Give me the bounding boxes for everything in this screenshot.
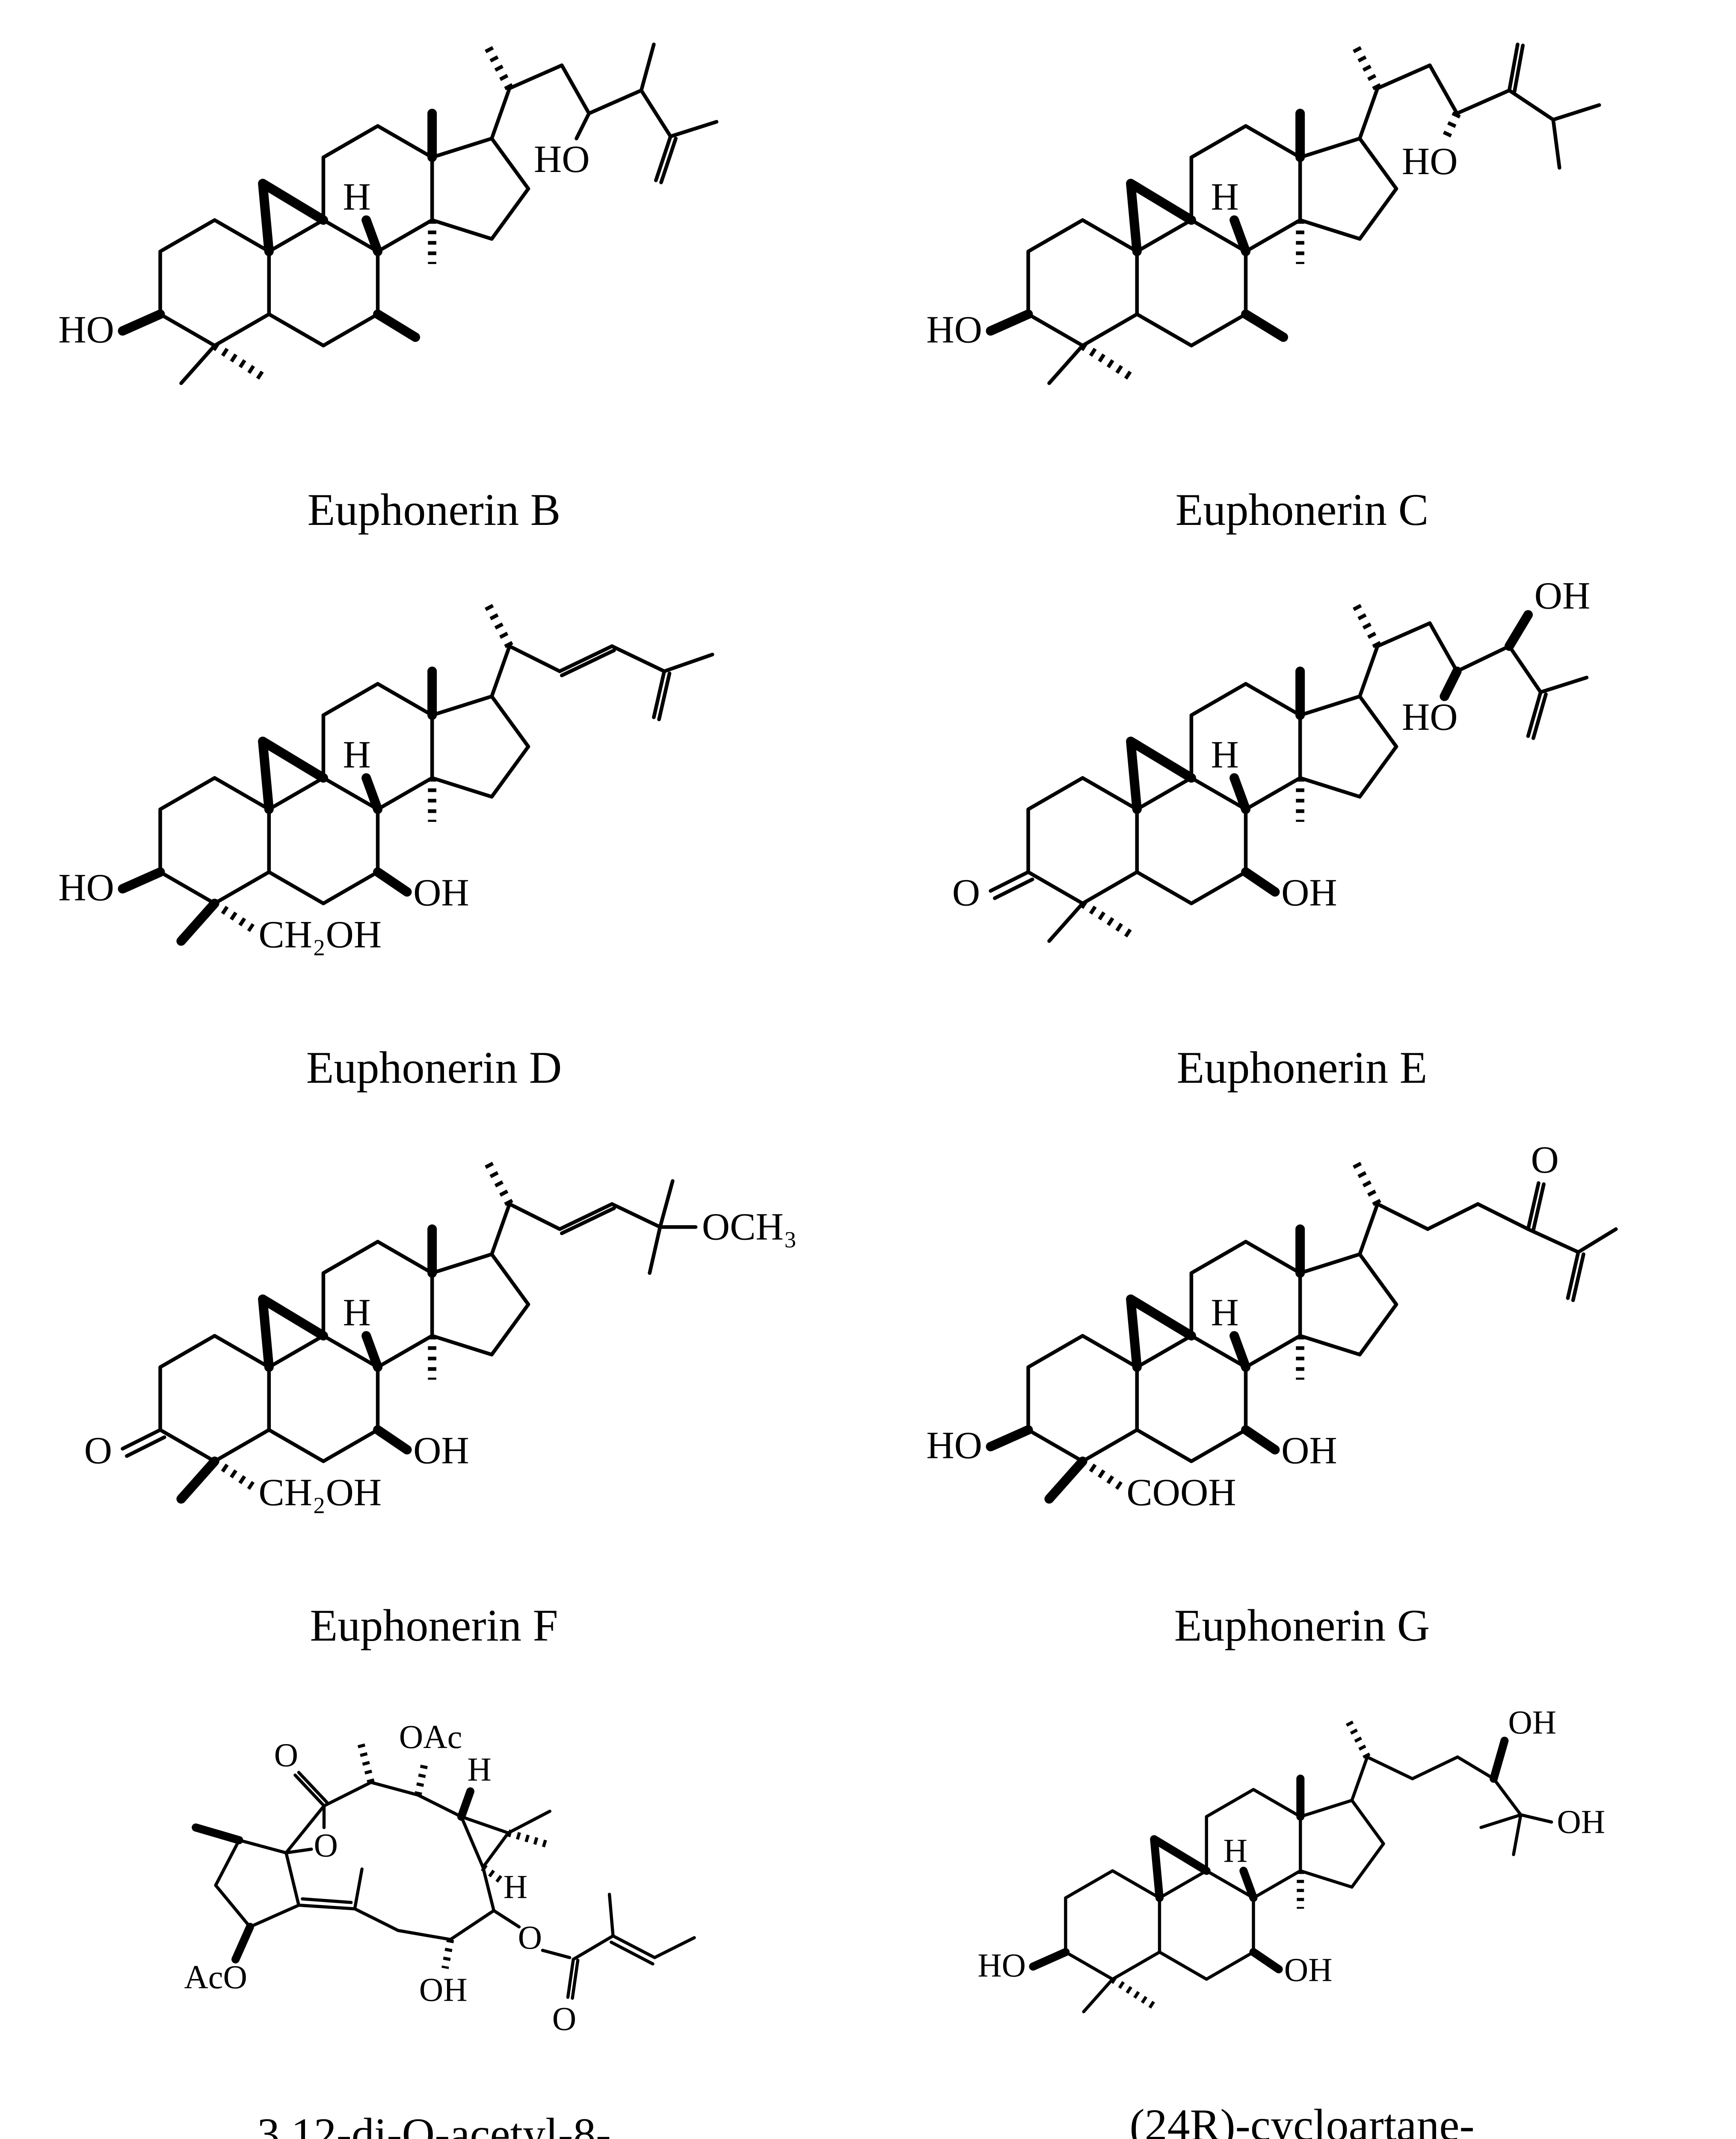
compound-name: Euphonerin D (306, 1043, 562, 1093)
compound-name: Euphonerin C (1175, 485, 1429, 535)
atom-label-oh7: OH (1281, 1428, 1337, 1472)
atom-label-oh7: OH (1284, 1951, 1332, 1988)
bond-skeleton (122, 1160, 697, 1499)
atom-label-h8: H (1211, 175, 1238, 218)
panel-euphonerin-d: HO H CH₂OH OH Euphonerin D (0, 558, 868, 1116)
atom-label-ho-chain: HO (1401, 139, 1458, 183)
atom-label-cooh: COOH (1126, 1470, 1236, 1514)
structure-cycloartane-triol: HO H OH OH OH (978, 1704, 1605, 2097)
structure-euphonerin-f: O H CH₂OH OH OCH₃ (84, 1137, 797, 1514)
atom-label-h8: H (1211, 1291, 1238, 1334)
panel-euphonerin-e: O H OH HO OH Euphonerin E (868, 558, 1736, 1116)
compound-name: Euphonerin F (310, 1600, 558, 1651)
atom-label-oac: OAc (399, 1718, 462, 1755)
atom-label-o3: O (952, 871, 980, 914)
atom-label-ho3: HO (978, 1947, 1026, 1984)
bond-skeleton (122, 602, 714, 941)
compound-name: Euphonerin G (1174, 1600, 1430, 1651)
atom-label-oh25: OH (1557, 1803, 1605, 1840)
bond-skeleton (191, 1740, 696, 2000)
atom-label-oh: OH (419, 1971, 467, 2009)
atom-label-oh7: OH (413, 1428, 469, 1472)
atom-label-h-top: H (467, 1751, 491, 1788)
compound-name-line1: (24R)-cycloartane- (1129, 2100, 1475, 2139)
compound-name-line1: 3,12-di-O-acetyl-8- (257, 2109, 611, 2139)
atom-label-ho-chain: HO (533, 137, 590, 181)
structure-euphonerin-b: HO H HO (58, 21, 718, 482)
panel-cycloartane-triol: HO H OH OH OH (24R)-cycloartane- 3b,24,2… (868, 1674, 1736, 2139)
panel-tigloylingol: OAc O H H O AcO OH O O 3,12-di-O-acetyl-… (0, 1674, 868, 2139)
panel-euphonerin-c: HO H HO Euphonerin C (868, 0, 1736, 558)
structure-euphonerin-e: O H OH HO OH (952, 579, 1590, 1040)
atom-label-oh7: OH (1281, 871, 1337, 914)
atom-label-oh-chain: OH (1534, 579, 1590, 617)
atom-label-oh7: OH (413, 871, 469, 914)
atom-label-o-chain: O (1531, 1138, 1558, 1181)
atom-label-o3: O (84, 1428, 112, 1472)
compound-name: 3,12-di-O-acetyl-8- O-tigloylingol (257, 2107, 611, 2139)
atom-label-oh24: OH (1508, 1704, 1556, 1741)
atom-label-o-ketone: O (274, 1736, 298, 1774)
atom-label-h-mid: H (503, 1868, 527, 1905)
compound-name: (24R)-cycloartane- 3b,24,25-triol (1129, 2098, 1474, 2139)
panel-euphonerin-g: HO H COOH OH O Euphonerin G (868, 1116, 1736, 1674)
bond-skeleton (990, 1160, 1618, 1499)
atom-label-ho3: HO (926, 1423, 982, 1466)
bond-skeleton (990, 44, 1601, 383)
atom-label-ho-chain: HO (1401, 695, 1458, 738)
structure-euphonerin-g: HO H COOH OH O (926, 1138, 1618, 1514)
panel-euphonerin-b: HO H HO Euphonerin B (0, 0, 868, 558)
atom-label-ho3: HO (58, 865, 114, 909)
atom-label-aco: AcO (184, 1958, 247, 1996)
structure-tigloylingol: OAc O H H O AcO OH O O (184, 1718, 696, 2037)
bond-skeleton (1033, 1719, 1553, 2012)
panel-euphonerin-f: O H CH₂OH OH OCH₃ Euphonerin F (0, 1116, 868, 1674)
atom-label-h8: H (343, 1291, 370, 1334)
atom-label-o-carbonyl: O (552, 2000, 576, 2037)
atom-label-o-ester: O (518, 1919, 542, 1956)
atom-label-och3: OCH₃ (702, 1205, 797, 1248)
compound-name: Euphonerin B (307, 485, 561, 535)
structure-euphonerin-d: HO H CH₂OH OH (58, 579, 714, 956)
atom-label-ch2oh: CH₂OH (258, 912, 382, 956)
atom-label-o-epoxide: O (314, 1827, 338, 1864)
bond-skeleton (990, 602, 1588, 941)
atom-label-h8: H (1211, 733, 1238, 776)
atom-label-h8: H (343, 175, 370, 218)
atom-label-ho3: HO (926, 308, 982, 351)
atom-label-h8: H (1223, 1832, 1247, 1869)
bond-skeleton (122, 44, 718, 383)
atom-label-ho3: HO (58, 308, 114, 351)
atom-label-ch2oh: CH₂OH (258, 1470, 382, 1514)
atom-label-h8: H (343, 733, 370, 776)
structure-euphonerin-c: HO H HO (926, 21, 1601, 482)
compound-name: Euphonerin E (1176, 1043, 1428, 1093)
